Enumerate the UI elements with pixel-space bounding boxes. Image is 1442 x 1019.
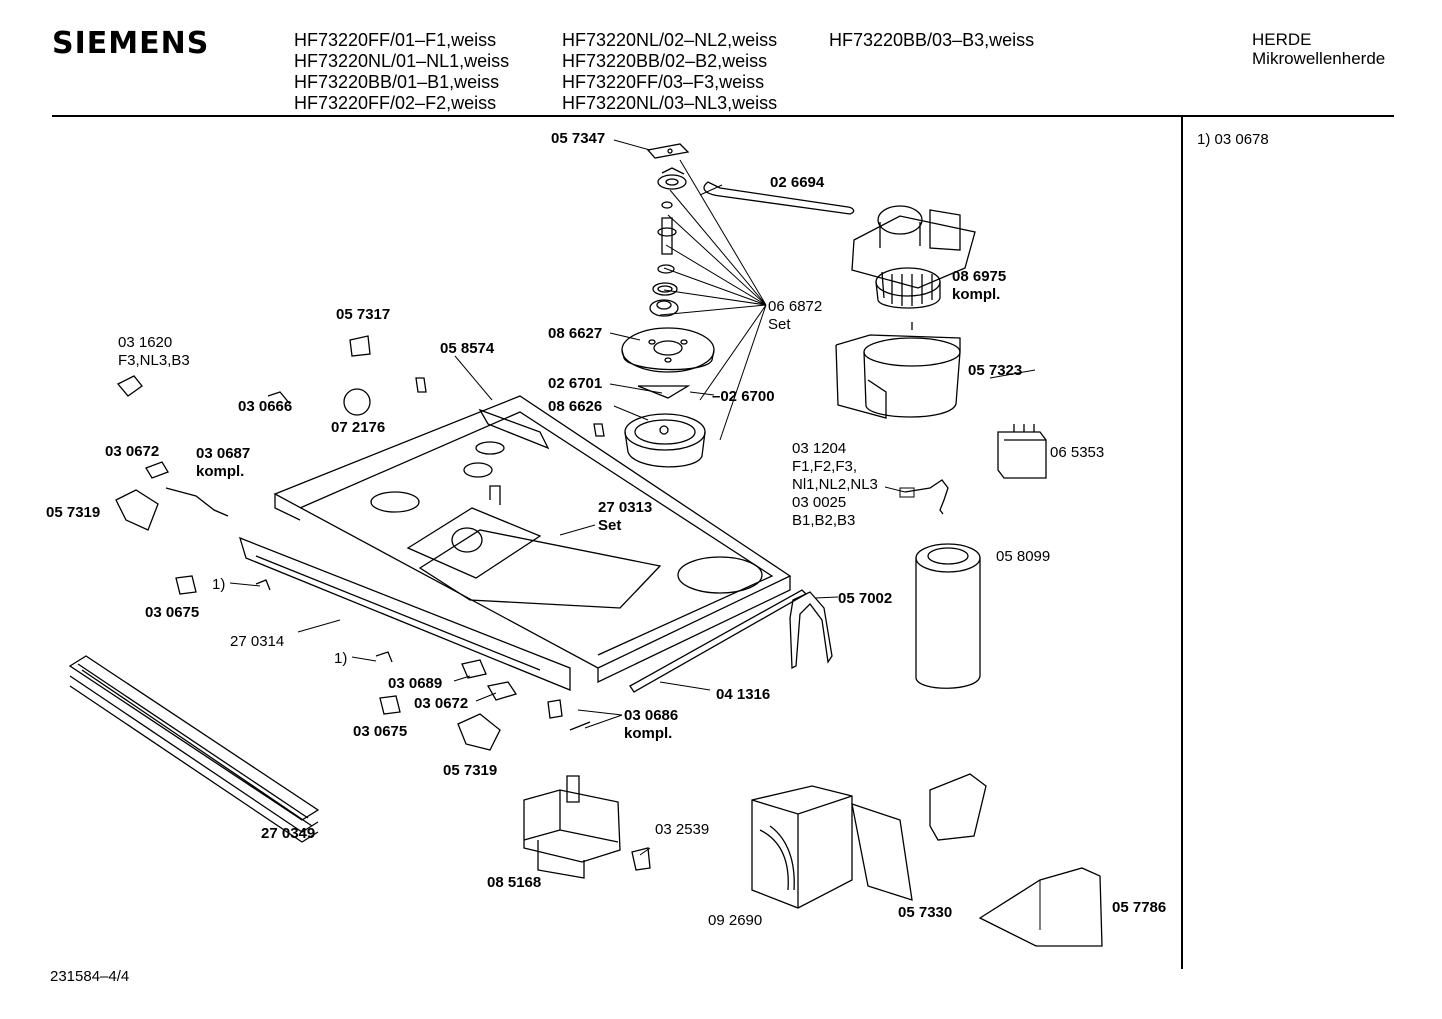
part-label: 05 8574	[440, 340, 495, 357]
model-item: HF73220FF/03–F3,weiss	[562, 72, 765, 92]
choke-strip	[630, 590, 806, 692]
part-label: 02 6701	[548, 375, 603, 392]
model-list-col1: HF73220FF/01–F1,weiss HF73220NL/01–NL1,w…	[294, 30, 509, 114]
turntable-stack	[650, 168, 686, 316]
part-label: 05 7786	[1112, 899, 1167, 916]
part-label: 05 7347	[551, 130, 606, 147]
transformer-part	[752, 786, 852, 908]
subcategory-label: Mikrowellenherde	[1252, 49, 1386, 68]
part-label: 05 7330	[898, 904, 953, 921]
part-label: 05 8099	[996, 548, 1051, 565]
mount-bracket	[930, 774, 986, 840]
sensor-wire	[905, 480, 948, 514]
drawing-number: 231584–4/4	[50, 968, 130, 985]
coupler-housing	[625, 414, 705, 467]
cover-plate	[638, 386, 688, 398]
model-item: HF73220BB/01–B1,weiss	[294, 72, 500, 92]
part-label: 02 6694	[770, 174, 825, 191]
sidebar-divider	[1181, 117, 1183, 969]
part-label: 27 0314	[230, 633, 285, 650]
part-label: 1)	[212, 576, 226, 593]
front-panel	[240, 538, 570, 690]
part-label: 27 0349	[261, 825, 316, 842]
turntable-plate	[622, 328, 714, 372]
air-duct	[836, 322, 960, 418]
model-item: HF73220NL/03–NL3,weiss	[562, 93, 778, 113]
part-label: 03 0672	[414, 695, 469, 712]
part-label: 08 5168	[487, 874, 542, 891]
part-label: 08 6627	[548, 325, 603, 342]
seal-bracket	[790, 592, 832, 668]
model-item: HF73220NL/02–NL2,weiss	[562, 30, 778, 50]
small-parts	[116, 336, 650, 870]
part-label: 1)	[334, 650, 348, 667]
part-label: 05 7323	[968, 362, 1023, 379]
base-bracket	[980, 868, 1102, 946]
part-label: –02 6700	[712, 388, 775, 405]
shield-plate	[852, 804, 912, 900]
category-block: HERDE Mikrowellenherde	[1252, 30, 1385, 68]
relay-part	[998, 424, 1046, 478]
part-label: 03 0689	[388, 675, 443, 692]
part-label: 05 7319	[443, 762, 498, 779]
header-divider	[52, 115, 1394, 117]
belt-part	[704, 182, 854, 214]
part-label: 08 6626	[548, 398, 603, 415]
part-label: 09 2690	[708, 912, 763, 929]
sidebar-note: 1) 03 0678	[1197, 131, 1269, 148]
model-list-col3: HF73220BB/03–B3,weiss	[829, 30, 1034, 51]
chassis-base	[275, 396, 790, 682]
fan-motor	[852, 206, 975, 308]
category-label: HERDE	[1252, 30, 1312, 49]
model-item: HF73220BB/02–B2,weiss	[562, 51, 768, 71]
part-label: 04 1316	[716, 686, 771, 703]
part-label: 05 7002	[838, 590, 893, 607]
magnetron-part	[524, 776, 620, 878]
model-item: HF73220FF/02–F2,weiss	[294, 93, 497, 113]
part-label: 03 2539	[655, 821, 710, 838]
part-label: 07 2176	[331, 419, 386, 436]
model-item: HF73220FF/01–F1,weiss	[294, 30, 497, 50]
brand-logo: SIEMENS	[52, 26, 210, 61]
capacitor-part	[916, 544, 980, 688]
part-label: 03 0675	[145, 604, 200, 621]
model-item: HF73220NL/01–NL1,weiss	[294, 51, 510, 71]
part-label: 03 0675	[353, 723, 408, 740]
part-label: 03 0672	[105, 443, 160, 460]
part-label: 03 0666	[238, 398, 293, 415]
part-label: 06 5353	[1050, 444, 1105, 461]
bracket-part	[648, 144, 688, 158]
part-label: 05 7317	[336, 306, 391, 323]
model-item: HF73220BB/03–B3,weiss	[829, 30, 1035, 50]
part-label: 05 7319	[46, 504, 101, 521]
hinge-strip	[70, 656, 318, 842]
model-list-col2: HF73220NL/02–NL2,weiss HF73220BB/02–B2,w…	[562, 30, 777, 114]
leader-lines	[230, 140, 1035, 855]
